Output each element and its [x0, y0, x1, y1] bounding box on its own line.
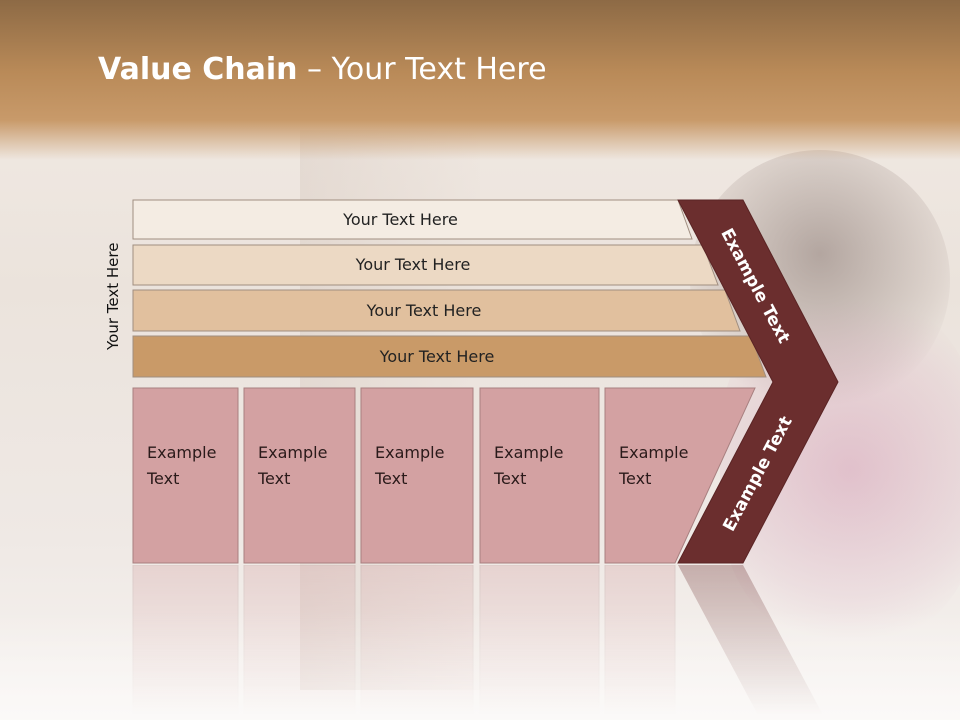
- example-box-line1: Example: [375, 443, 445, 462]
- example-box-line2: Text: [258, 469, 291, 488]
- example-box-1: [132, 387, 239, 564]
- row-label-1: Your Text Here: [343, 209, 458, 229]
- example-box-4: [479, 387, 600, 564]
- row-bar-1: [132, 199, 693, 240]
- chevron-arrow: [677, 199, 839, 564]
- example-box-line2: Text: [619, 469, 652, 488]
- example-box-5: [604, 387, 756, 564]
- slide-title-bold: Value Chain: [98, 52, 298, 87]
- example-box-line1: Example: [494, 443, 564, 462]
- reflection-box: [360, 565, 474, 715]
- example-box-line1: Example: [619, 443, 689, 462]
- row-label-3: Your Text Here: [366, 300, 482, 320]
- example-box-3: [360, 387, 474, 564]
- example-box-line2: Text: [494, 469, 527, 488]
- row-label-2: Your Text Here: [355, 255, 471, 274]
- row-bar-4: [132, 335, 767, 378]
- reflection-box: [479, 565, 600, 715]
- row-bar-2: [132, 244, 719, 286]
- row-bar-3: [132, 289, 741, 332]
- row-label-4: Your Text Here: [379, 346, 495, 366]
- diagram-reflection: [0, 565, 960, 715]
- reflection-box: [132, 565, 239, 715]
- slide-title-rest: – Your Text Here: [297, 52, 547, 87]
- title-bar: [0, 0, 960, 160]
- example-box-line2: Text: [375, 469, 408, 488]
- slide-title: Value Chain – Your Text Here: [98, 52, 547, 87]
- reflection-box: [604, 565, 676, 715]
- reflection-chevron: [678, 565, 823, 715]
- example-box-line1: Example: [258, 443, 328, 462]
- example-box-line1: Example: [147, 443, 217, 462]
- example-box-line2: Text: [147, 469, 180, 488]
- reflection-box: [243, 565, 356, 715]
- background-table: [0, 610, 960, 720]
- example-box-2: [243, 387, 356, 564]
